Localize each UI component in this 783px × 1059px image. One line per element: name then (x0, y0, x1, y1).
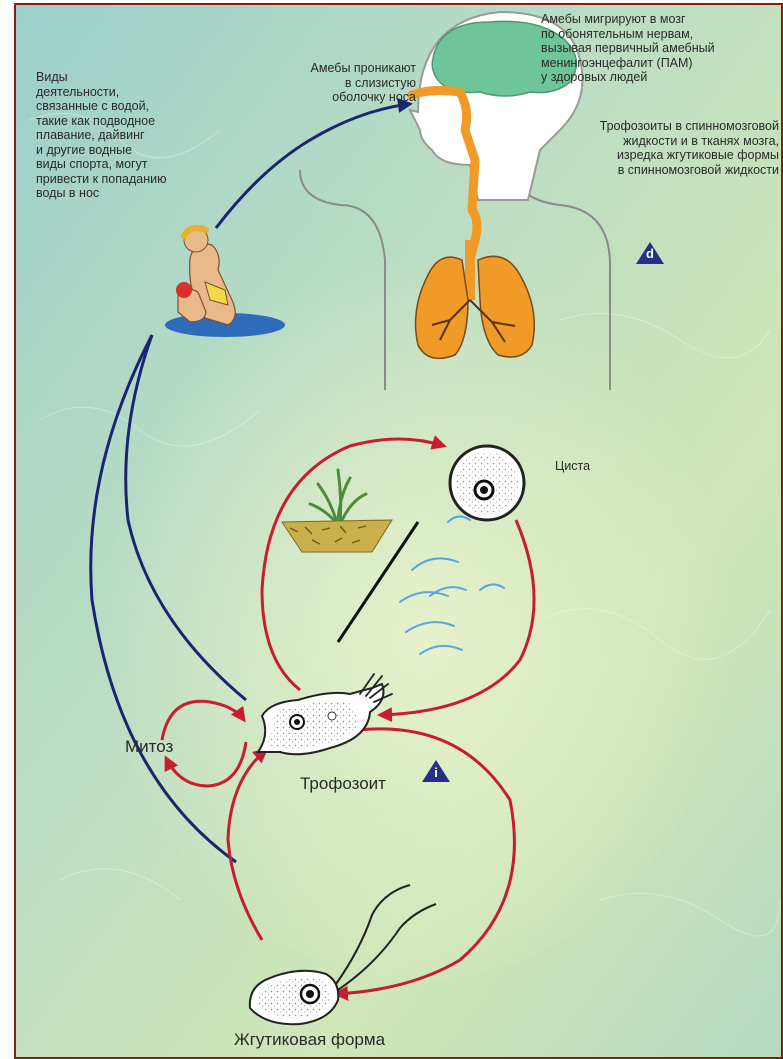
infective-marker-label: i (434, 765, 438, 780)
diagnostic-marker-label: d (646, 246, 654, 261)
brain-migration-caption: Амебы мигрируют в мозг по обонятельным н… (541, 12, 781, 85)
soil-patch (282, 520, 392, 552)
nose-entry-caption: Амебы проникают в слизистую оболочку нос… (256, 61, 416, 105)
cyst-label: Циста (555, 459, 590, 474)
child-cap (176, 282, 192, 298)
trophozoite-label: Трофозоит (300, 774, 386, 794)
water-activities-caption: Виды деятельности, связанные с водой, та… (36, 70, 216, 201)
flagellate-label: Жгутиковая форма (234, 1030, 385, 1050)
csf-caption: Трофозоиты в спинномозговой жидкости и в… (526, 119, 779, 177)
mitosis-label: Митоз (125, 737, 173, 757)
cyst-icon (450, 446, 524, 520)
